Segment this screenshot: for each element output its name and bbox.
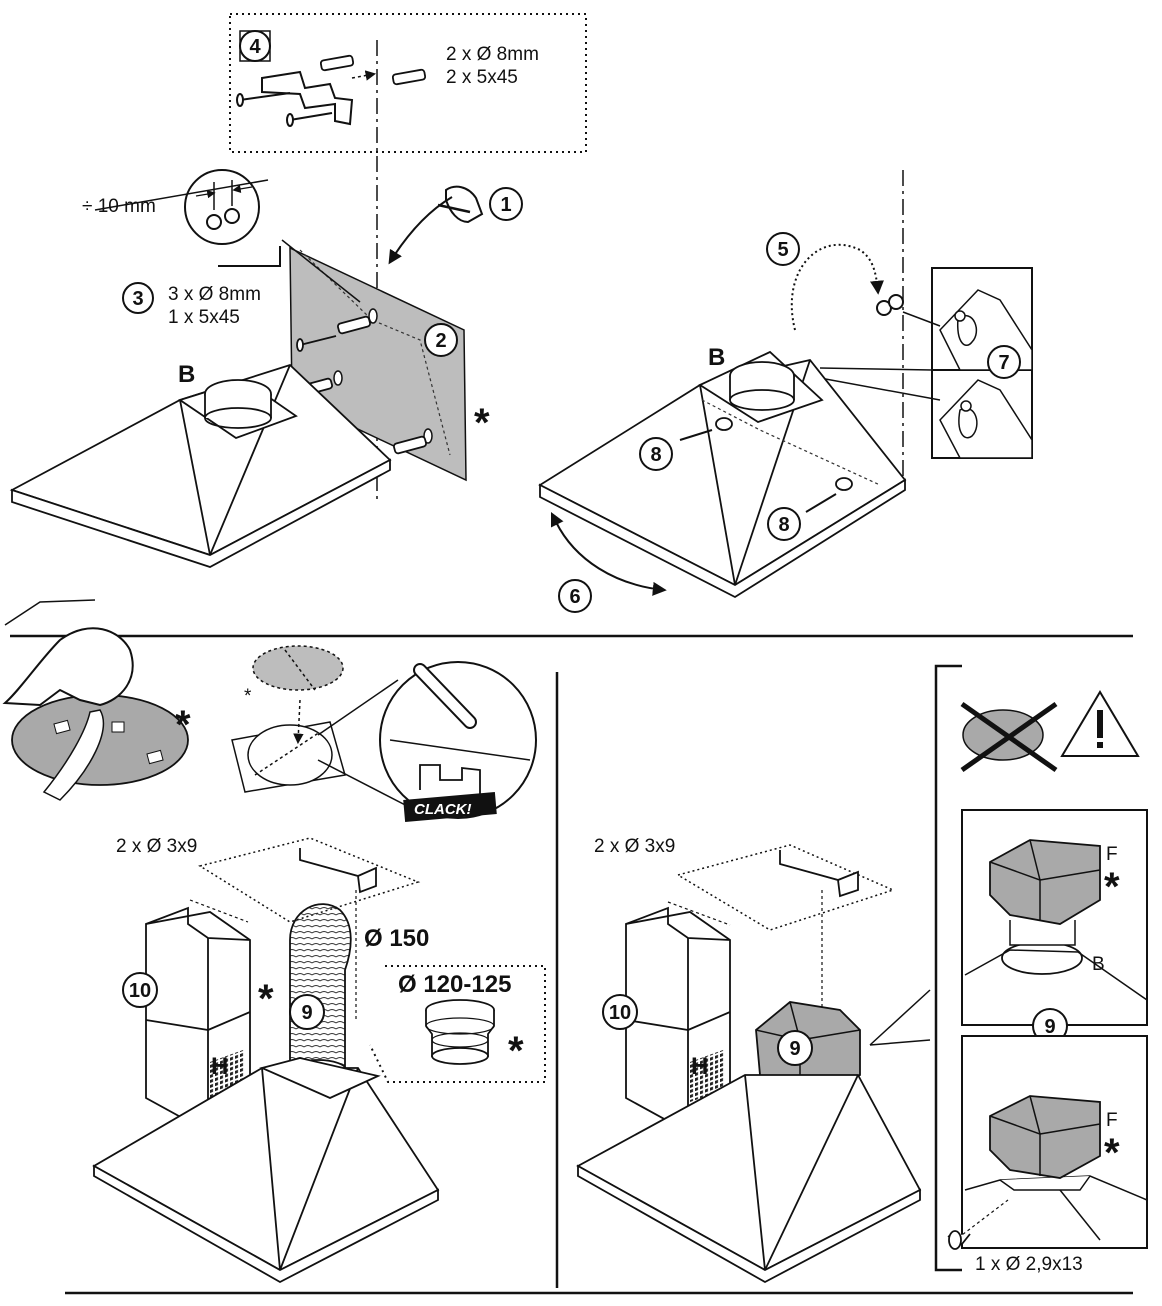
clack-small-star: *: [244, 686, 252, 707]
hand-icon: [2, 627, 134, 707]
br-screw-label: 1 x Ø 2,9x13: [975, 1254, 1083, 1275]
filter-peel: *: [2, 599, 191, 801]
top-right-panel: 5 7 B: [538, 170, 1033, 613]
br-flue-number: 10: [609, 1002, 631, 1024]
step6: 6: [550, 511, 667, 613]
ceiling-bracket: [299, 848, 377, 894]
step4-box: 4 2 x Ø 8mm 2 x 5x45: [229, 13, 587, 153]
step7-detail: 7: [819, 267, 1033, 459]
bl-flue-star: *: [258, 977, 274, 1021]
step3-number: 3: [132, 288, 143, 310]
screw-icon: [888, 294, 904, 310]
wall-plug-icon: [319, 54, 427, 86]
hand-icon: [445, 185, 484, 224]
ceiling-plane: [198, 837, 421, 923]
upper-letter-f: F: [1106, 844, 1118, 865]
step4-number: 4: [249, 36, 261, 58]
screw-icon: [236, 92, 333, 127]
step8-screws: 8 8: [639, 429, 837, 541]
step2-number: 2: [435, 330, 446, 352]
screw-icon: [679, 429, 713, 441]
detail-number: 9: [1044, 1016, 1055, 1038]
upper-letter-b: B: [1092, 954, 1105, 975]
clack-label: CLACK!: [414, 801, 472, 818]
ceiling-bracket-right: [779, 850, 859, 898]
pipe-diameter-label: Ø 150: [364, 925, 429, 952]
step3: 3 3 x Ø 8mm 1 x 5x45: [122, 282, 261, 328]
upper-star: *: [1104, 865, 1120, 909]
reducer-label: Ø 120-125: [398, 971, 511, 998]
step5-number: 5: [777, 239, 788, 261]
bl-pipe-number: 9: [301, 1002, 312, 1024]
lower-star: *: [1104, 1131, 1120, 1175]
filter-star: *: [175, 703, 191, 747]
step1: 1: [388, 185, 523, 265]
deflector-box: 9: [755, 989, 931, 1096]
drilling-template: 2 *: [281, 239, 490, 482]
bottom-right-panel: 2 x Ø 3x9 10 H 9: [576, 664, 1148, 1284]
reducer-box: Ø 120-125 *: [369, 965, 546, 1083]
bl-screws-label: 2 x Ø 3x9: [116, 836, 197, 857]
reducer-star: *: [508, 1029, 524, 1073]
outlet-label-b: B: [178, 361, 195, 388]
hood-body-left: B: [9, 361, 392, 568]
warning-area: [960, 690, 1140, 773]
br-flue-letter: H: [691, 1053, 708, 1080]
hood-body-bottom-left: [92, 1057, 440, 1284]
outlet-label-b-right: B: [708, 344, 725, 371]
top-left-panel: 4 2 x Ø 8mm 2 x 5x45 ÷ 10 mm: [9, 13, 587, 568]
wall-plug-icon: [393, 435, 427, 455]
br-screws-label: 2 x Ø 3x9: [594, 836, 675, 857]
step3-plug-count: 3 x Ø 8mm: [168, 284, 261, 305]
section-dividers: [10, 634, 1133, 1295]
bl-flue-number: 10: [129, 980, 151, 1002]
gap-detail: ÷ 10 mm: [82, 169, 281, 267]
gap-label: ÷ 10 mm: [82, 196, 156, 217]
screw-icon: [805, 493, 837, 513]
step1-number: 1: [500, 194, 511, 216]
chimney-flue-right: 10 H: [602, 906, 731, 1134]
detail-upper: F * B: [961, 809, 1148, 1026]
step4-screw-count: 2 x 5x45: [446, 67, 518, 88]
br-deflector-number: 9: [789, 1038, 800, 1060]
bottom-left-panel: * * CLACK! 2 x Ø 3x9 10 H *: [2, 599, 546, 1284]
lower-letter-f: F: [1106, 1110, 1118, 1131]
hood-body-bottom-right: [576, 1074, 922, 1284]
detail-bracket: [934, 664, 962, 1272]
step7-number: 7: [998, 352, 1009, 374]
detail-lower: F *: [947, 1035, 1148, 1250]
bl-flue-letter: H: [211, 1053, 228, 1080]
clack-detail: * CLACK!: [231, 645, 537, 822]
step4-plug-count: 2 x Ø 8mm: [446, 44, 539, 65]
step8b-number: 8: [778, 514, 789, 536]
screw-icon: [299, 335, 337, 346]
wall-plug-icon: [337, 315, 371, 335]
step5: 5: [766, 232, 904, 331]
step8a-number: 8: [650, 444, 661, 466]
step6-number: 6: [569, 586, 580, 608]
hood-body-right: B: [538, 344, 907, 599]
bracket-icon: [261, 70, 354, 126]
step3-fixings: [296, 315, 427, 455]
template-star: *: [474, 401, 490, 445]
step3-screw-count: 1 x 5x45: [168, 307, 240, 328]
